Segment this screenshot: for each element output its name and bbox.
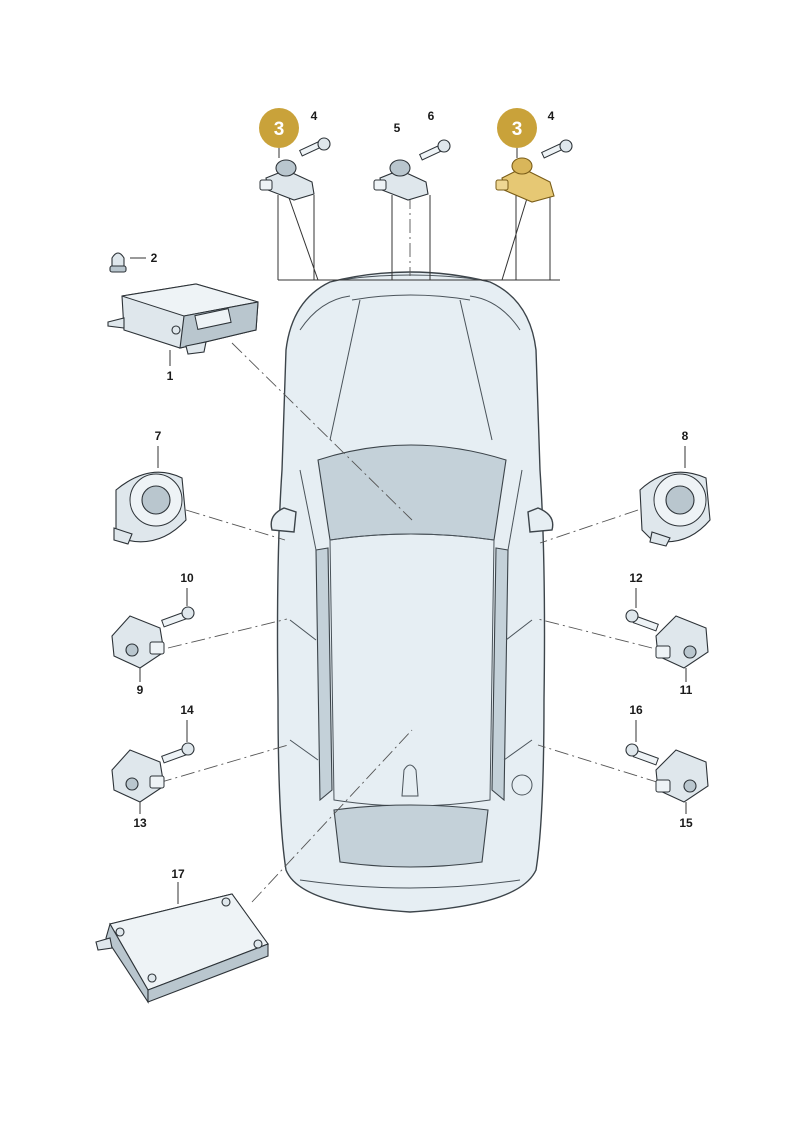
screw-4b[interactable] (541, 139, 573, 159)
screw-6[interactable] (419, 139, 451, 161)
label-10: 10 (180, 571, 194, 585)
airbag-control-unit[interactable] (107, 283, 259, 355)
crash-sensor-7[interactable] (113, 471, 187, 545)
parking-sensor-right-highlighted[interactable] (495, 157, 555, 203)
bolt-14[interactable] (161, 742, 195, 764)
label-2: 2 (151, 251, 158, 265)
callout-left-label: 3 (274, 119, 285, 140)
label-5: 5 (394, 121, 401, 135)
label-14: 14 (180, 703, 194, 717)
parking-sensor-left[interactable] (259, 159, 315, 201)
bolt-12[interactable] (625, 609, 659, 632)
label-16: 16 (629, 703, 643, 717)
bolt-10[interactable] (161, 606, 195, 628)
part-number-labels: 4 5 6 4 2 1 7 8 10 12 9 11 14 16 13 15 1… (133, 109, 693, 881)
callout-right-label: 3 (512, 119, 523, 140)
front-sensor-leaders (277, 194, 560, 281)
label-6: 6 (428, 109, 435, 123)
label-12: 12 (629, 571, 643, 585)
label-15: 15 (679, 816, 693, 830)
crash-sensor-8[interactable] (639, 471, 711, 547)
side-sensor-9[interactable] (111, 615, 165, 669)
dash-leaders (157, 195, 661, 903)
side-sensor-15[interactable] (655, 749, 709, 803)
nut-2[interactable] (109, 252, 127, 273)
label-8: 8 (682, 429, 689, 443)
label-1: 1 (167, 369, 174, 383)
label-9: 9 (137, 683, 144, 697)
car-top-view (270, 271, 554, 913)
label-4b: 4 (548, 109, 555, 123)
label-13: 13 (133, 816, 147, 830)
parking-sensor-middle[interactable] (373, 159, 429, 201)
callout-right[interactable]: 3 (497, 108, 537, 158)
bolt-16[interactable] (625, 743, 659, 766)
control-module-17[interactable] (95, 893, 269, 1004)
label-17: 17 (171, 867, 185, 881)
side-sensor-11[interactable] (655, 615, 709, 669)
label-11: 11 (680, 683, 693, 697)
callout-left[interactable]: 3 (259, 108, 299, 158)
side-sensor-13[interactable] (111, 749, 165, 803)
screw-4a[interactable] (299, 137, 331, 157)
label-7: 7 (155, 429, 162, 443)
label-4a: 4 (311, 109, 318, 123)
